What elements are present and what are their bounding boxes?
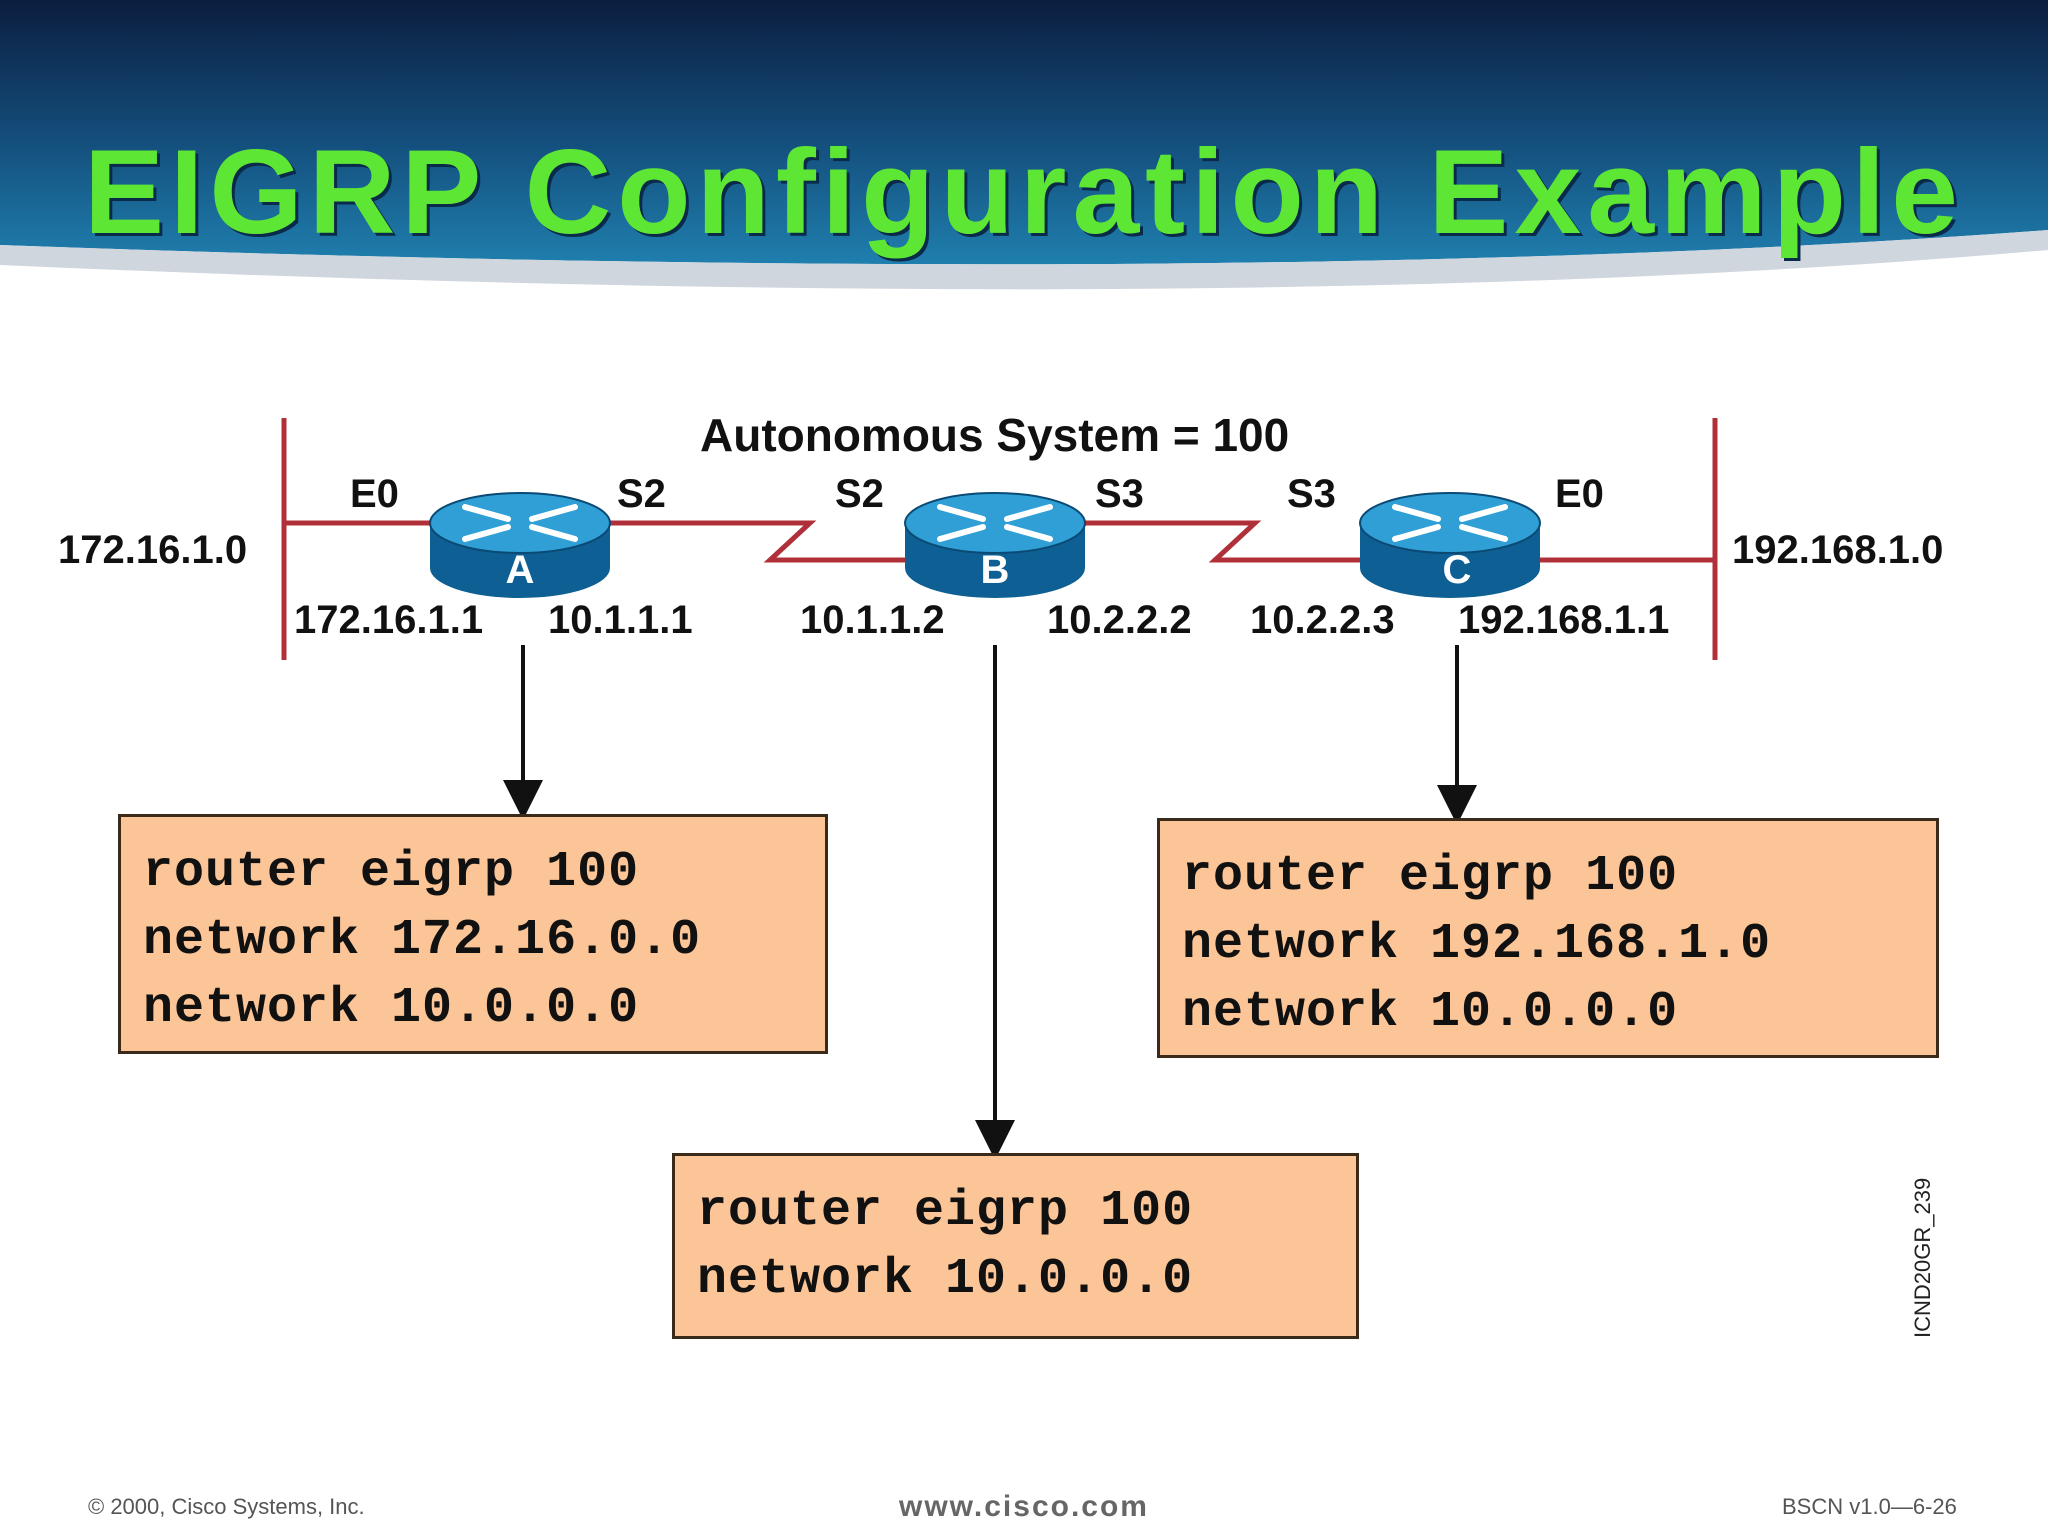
config-c-line-1: router eigrp 100 (1182, 848, 1679, 905)
router-c-icon (1359, 492, 1541, 598)
router-b-iface-s2: S2 (835, 472, 884, 516)
router-b-addr-s2: 10.1.1.2 (800, 598, 945, 642)
router-c-label: C (1442, 548, 1472, 592)
router-a-addr-s2: 10.1.1.1 (548, 598, 693, 642)
left-network-label: 172.16.1.0 (58, 528, 248, 572)
slide-code: ICND20GR_239 (1910, 1177, 1935, 1338)
right-network-label: 192.168.1.0 (1732, 528, 1944, 572)
router-b-iface-s3: S3 (1095, 472, 1144, 516)
header-swoosh (0, 230, 2048, 290)
link-serial-b-c (1080, 520, 1365, 563)
router-b-icon (904, 492, 1086, 598)
footer-website: www.cisco.com (899, 1490, 1149, 1523)
router-c-addr-s3: 10.2.2.3 (1250, 598, 1395, 642)
autonomous-system-label: Autonomous System = 100 (700, 409, 1290, 461)
router-a-icon (429, 492, 611, 598)
footer-course: BSCN v1.0—6-26 (1782, 1494, 1957, 1519)
router-c-iface-e0: E0 (1555, 472, 1604, 516)
router-b-addr-s3: 10.2.2.2 (1047, 598, 1192, 642)
header-band (0, 0, 2048, 290)
config-b-line-2: network 10.0.0.0 (697, 1251, 1194, 1308)
config-b-line-1: router eigrp 100 (697, 1183, 1194, 1240)
config-a-line-1: router eigrp 100 (143, 844, 640, 901)
config-box-router-b: router eigrp 100 network 10.0.0.0 (672, 1153, 1359, 1339)
header-background (0, 0, 2048, 265)
router-a-iface-s2: S2 (617, 472, 666, 516)
config-box-router-c: router eigrp 100 network 192.168.1.0 net… (1157, 818, 1939, 1058)
router-a-addr-e0: 172.16.1.1 (294, 598, 484, 642)
router-a-iface-e0: E0 (350, 472, 399, 516)
router-a-label: A (505, 548, 535, 592)
config-a-line-2: network 172.16.0.0 (143, 912, 702, 969)
config-a-line-3: network 10.0.0.0 (143, 980, 640, 1037)
link-serial-a-b (605, 520, 975, 563)
config-c-line-2: network 192.168.1.0 (1182, 916, 1772, 973)
router-c-iface-s3: S3 (1287, 472, 1336, 516)
config-c-line-3: network 10.0.0.0 (1182, 984, 1679, 1041)
router-c-addr-e0: 192.168.1.1 (1458, 598, 1670, 642)
slide-title: EIGRP Configuration Example (83, 125, 1965, 259)
config-box-router-a: router eigrp 100 network 172.16.0.0 netw… (118, 814, 828, 1054)
router-b-label: B (980, 548, 1010, 592)
footer-copyright: © 2000, Cisco Systems, Inc. (88, 1494, 365, 1519)
